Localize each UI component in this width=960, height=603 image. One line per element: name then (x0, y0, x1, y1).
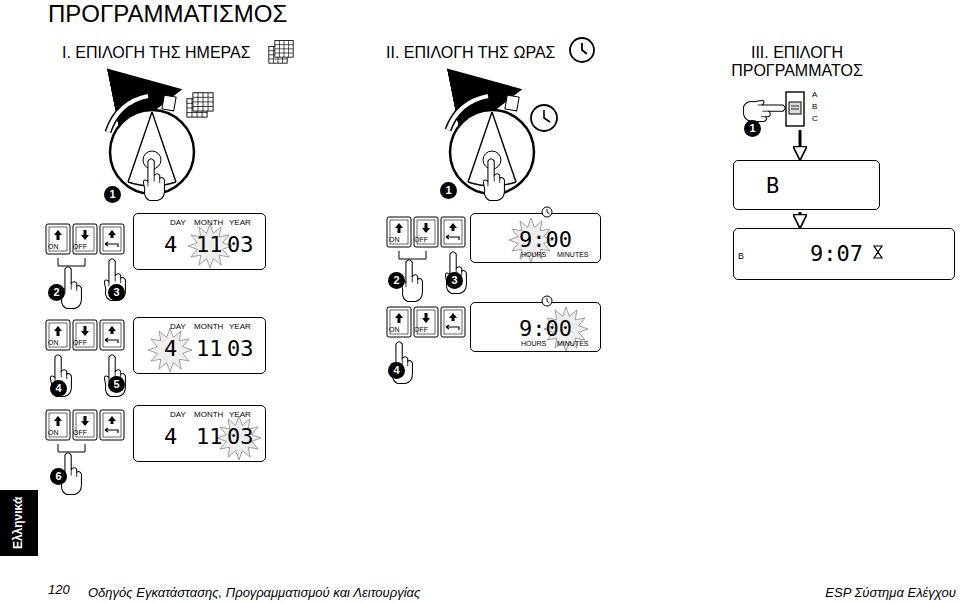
button-label: OFF (414, 236, 428, 244)
footer-text: ESP Σύστημα Ελέγχου (825, 586, 956, 601)
lcd-caption: HOURS (521, 251, 546, 259)
lcd-digits: 4 (164, 424, 177, 449)
button-label: ON (389, 236, 400, 244)
node-art (385, 215, 468, 249)
button-panel: ON OFF (44, 408, 127, 442)
lcd-caption: YEAR (229, 218, 251, 227)
lcd-display: DAY MONTH YEAR 4 1103 (133, 317, 266, 374)
switch-position: C (812, 114, 818, 123)
lcd-display: 9:00HOURS MINUTES (470, 213, 601, 263)
callout-number: 3 (108, 284, 125, 301)
button-label: OFF (73, 339, 87, 347)
switch-position: A (812, 90, 817, 99)
section-heading: III. ΕΠΙΛΟΓΗ ΠΡΟΓΡΑΜΜΑΤΟΣ (712, 44, 882, 79)
lcd-digits: 4 (164, 232, 177, 257)
lcd-display: DAY MONTH YEAR 4 1103 (133, 405, 266, 462)
node-art (44, 318, 127, 352)
lcd-caption: MONTH (194, 218, 223, 227)
button-label: ON (48, 429, 59, 437)
lcd-digits: 03 (227, 232, 254, 257)
lcd-caption: DAY (170, 322, 186, 331)
language-label: Ελληνικά (12, 497, 26, 549)
button-panel: ON OFF (385, 215, 468, 249)
lcd-caption: YEAR (229, 322, 251, 331)
lcd-caption: B (738, 251, 744, 261)
lcd-caption: DAY (170, 218, 186, 227)
page-number: 120 (48, 583, 70, 598)
switch-position: B (812, 102, 817, 111)
lcd-digits: 4 (164, 336, 177, 361)
button-label: ON (48, 243, 59, 251)
lcd-display: B 9:07 (733, 228, 955, 280)
callout-number: 2 (388, 272, 405, 289)
lcd-display: 9:00HOURS MINUTES (470, 302, 601, 352)
lcd-caption: YEAR (229, 410, 251, 419)
flow-arrow (799, 130, 802, 159)
button-label: OFF (73, 429, 87, 437)
callout-number: 1 (744, 120, 761, 137)
button-panel: ON OFF (385, 305, 468, 339)
node-art (44, 408, 127, 442)
button-label: ON (389, 326, 400, 334)
lcd-caption: MINUTES (557, 251, 589, 259)
callout-number: 6 (50, 468, 67, 485)
callout-number: 1 (104, 186, 121, 203)
callout-number: 4 (50, 380, 67, 397)
lcd-caption: DAY (170, 410, 186, 419)
callout-number: 4 (388, 362, 405, 379)
lcd-digits: 03 (227, 336, 254, 361)
lcd-digits: 03 (227, 424, 254, 449)
callout-number: 1 (440, 182, 457, 199)
lcd-digits: 9:00 (519, 316, 572, 341)
program-switch: ABC (762, 90, 828, 128)
footer-text: Οδηγός Εγκατάστασης, Προγραμματισμού και… (88, 586, 420, 601)
lcd-digits: 9:00 (519, 227, 572, 252)
lcd-digits: 11 (196, 424, 223, 449)
node-art (44, 222, 127, 256)
node-art (385, 305, 468, 339)
button-panel: ON OFF (44, 222, 127, 256)
lcd-display: B (733, 160, 880, 210)
node-art (762, 90, 828, 128)
lcd-caption: HOURS (521, 340, 546, 348)
callout-number: 3 (446, 272, 463, 289)
language-tab: Ελληνικά (0, 490, 38, 556)
lcd-caption: MONTH (194, 410, 223, 419)
section-heading: I. ΕΠΙΛΟΓΗ ΤΗΣ ΗΜΕΡΑΣ (62, 44, 251, 62)
lcd-digits: 9:07 (810, 241, 863, 266)
lcd-caption: MONTH (194, 322, 223, 331)
button-label: OFF (414, 326, 428, 334)
lcd-digits: B (766, 173, 779, 198)
button-label: OFF (73, 243, 87, 251)
callout-number: 2 (48, 284, 65, 301)
button-panel: ON OFF (44, 318, 127, 352)
lcd-display: DAY MONTH YEAR 4 1103 (133, 213, 266, 270)
callout-number: 5 (108, 376, 125, 393)
lcd-caption: MINUTES (557, 340, 589, 348)
page-title: ΠΡΟΓΡΑΜΜΑΤΙΣΜΟΣ (48, 0, 287, 28)
lcd-digits: 11 (196, 336, 223, 361)
button-label: ON (48, 339, 59, 347)
section-heading: II. ΕΠΙΛΟΓΗ ΤΗΣ ΩΡΑΣ (386, 44, 555, 62)
lcd-digits: 11 (196, 232, 223, 257)
flow-arrow (799, 212, 802, 227)
